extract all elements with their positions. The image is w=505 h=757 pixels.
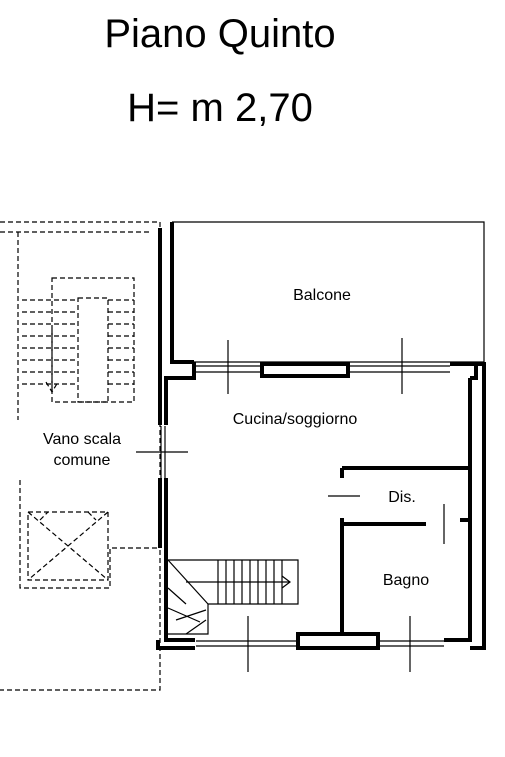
stairwell-label-line1: Vano scala bbox=[43, 431, 121, 448]
exterior-walls bbox=[156, 228, 486, 650]
interior-walls bbox=[328, 466, 470, 634]
balcony: Balcone bbox=[170, 221, 485, 364]
stair-treads-left bbox=[22, 299, 78, 385]
windows bbox=[136, 338, 450, 672]
ceiling-height: H= m 2,70 bbox=[127, 86, 313, 130]
common-stairwell: Vano scala comune bbox=[0, 221, 161, 691]
stairwell-label-line2: comune bbox=[54, 452, 111, 469]
bathroom-label: Bagno bbox=[383, 572, 429, 589]
elevator-shaft bbox=[19, 480, 160, 589]
hallway-label: Dis. bbox=[388, 489, 416, 506]
balcony-label: Balcone bbox=[293, 287, 351, 304]
floor-title: Piano Quinto bbox=[104, 12, 336, 56]
internal-staircase bbox=[167, 559, 299, 635]
stair-treads-right bbox=[108, 299, 134, 385]
kitchen-living-label: Cucina/soggiorno bbox=[233, 411, 358, 428]
